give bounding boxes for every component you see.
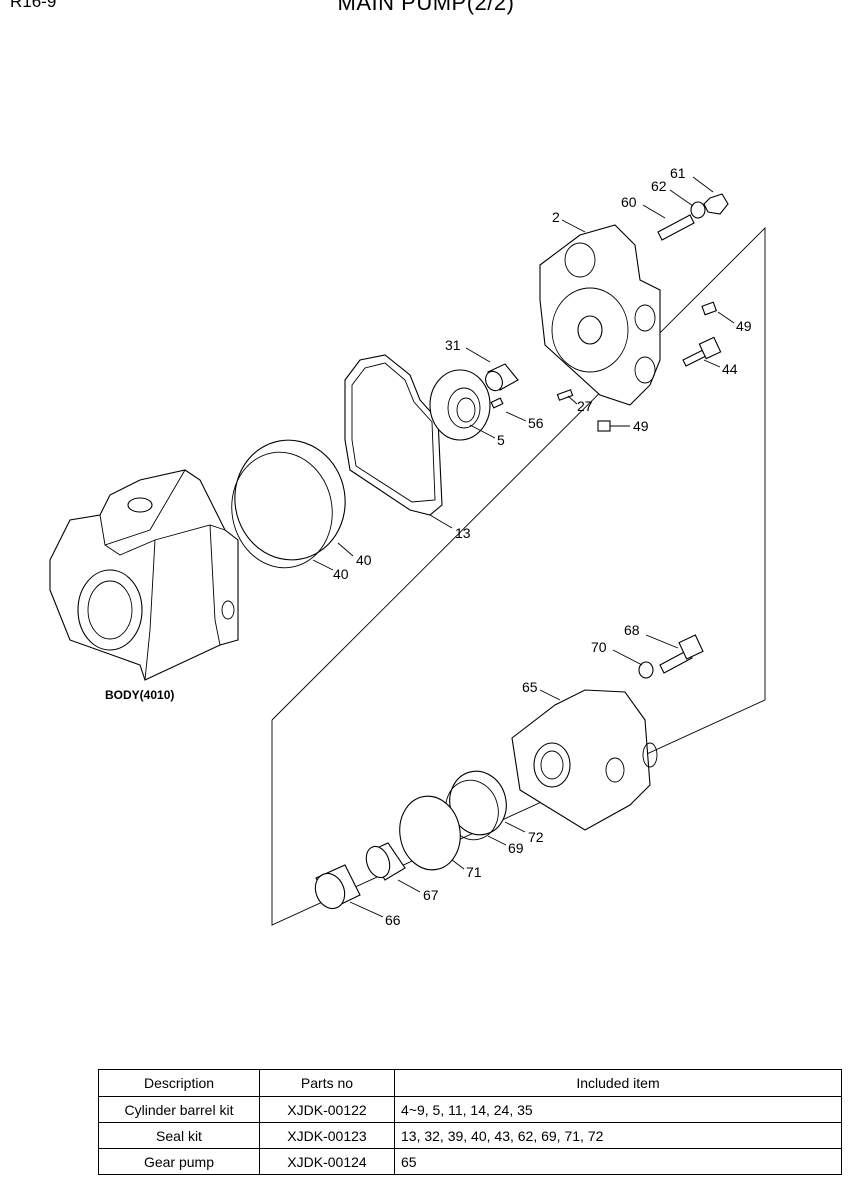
page-id: R16-9 bbox=[10, 0, 57, 11]
callout-49-upper: 49 bbox=[736, 318, 752, 334]
pin-27 bbox=[556, 389, 574, 401]
callout-61: 61 bbox=[670, 165, 686, 181]
cell-parts-no: XJDK-00123 bbox=[259, 1122, 395, 1149]
nut-61 bbox=[703, 193, 729, 215]
table-row: Seal kit XJDK-00123 13, 32, 39, 40, 43, … bbox=[98, 1122, 842, 1149]
washer-62 bbox=[690, 201, 706, 219]
cell-parts-no: XJDK-00124 bbox=[259, 1148, 395, 1175]
callout-60: 60 bbox=[621, 194, 637, 210]
o-ring-40-front bbox=[234, 439, 346, 561]
plug-49-upper bbox=[701, 301, 718, 316]
cell-parts-no: XJDK-00122 bbox=[259, 1096, 395, 1123]
table-row: Gear pump XJDK-00124 65 bbox=[98, 1148, 842, 1175]
table-row: Cylinder barrel kit XJDK-00122 4~9, 5, 1… bbox=[98, 1096, 842, 1123]
bushing-66 bbox=[314, 864, 361, 910]
bushing-31 bbox=[485, 363, 519, 392]
bolt-68 bbox=[659, 634, 704, 674]
cell-included-item: 4~9, 5, 11, 14, 24, 35 bbox=[394, 1096, 842, 1123]
stud-60 bbox=[657, 214, 695, 241]
table-header-row: Description Parts no Included item bbox=[98, 1069, 842, 1097]
callout-72: 72 bbox=[528, 829, 544, 845]
callout-70: 70 bbox=[591, 639, 607, 655]
callout-44: 44 bbox=[722, 361, 738, 377]
washer-70 bbox=[638, 661, 654, 679]
cell-description: Gear pump bbox=[98, 1148, 260, 1175]
cell-included-item: 65 bbox=[394, 1148, 842, 1175]
callout-13: 13 bbox=[455, 525, 471, 541]
gear-pump-65 bbox=[511, 689, 658, 831]
callout-56: 56 bbox=[528, 415, 544, 431]
plug-49-lower bbox=[597, 420, 611, 432]
pump-body bbox=[49, 469, 239, 681]
callout-66: 66 bbox=[385, 912, 401, 928]
callout-65: 65 bbox=[522, 679, 538, 695]
callout-68: 68 bbox=[624, 622, 640, 638]
valve-plate-5 bbox=[429, 369, 491, 441]
callout-27: 27 bbox=[577, 398, 593, 414]
callout-40-front: 40 bbox=[356, 552, 372, 568]
body-label: BODY(4010) bbox=[105, 688, 174, 702]
o-ring-71 bbox=[399, 795, 461, 871]
header-description: Description bbox=[98, 1069, 260, 1097]
callout-5: 5 bbox=[497, 432, 505, 448]
pin-56 bbox=[490, 397, 504, 409]
parts-kit-table: Description Parts no Included item Cylin… bbox=[98, 1069, 842, 1175]
callout-67: 67 bbox=[423, 887, 439, 903]
callout-69: 69 bbox=[508, 840, 524, 856]
o-ring-40-back bbox=[231, 451, 333, 569]
page-title: MAIN PUMP(2/2) bbox=[337, 0, 515, 15]
exploded-parts-diagram: BODY(4010) bbox=[49, 165, 766, 928]
callout-40-back: 40 bbox=[333, 566, 349, 582]
header-included-item: Included item bbox=[394, 1069, 842, 1097]
callout-31: 31 bbox=[445, 337, 461, 353]
pump-cover-2 bbox=[539, 224, 661, 406]
header-parts-no: Parts no bbox=[259, 1069, 395, 1097]
cell-description: Cylinder barrel kit bbox=[98, 1096, 260, 1123]
callout-49-lower: 49 bbox=[633, 418, 649, 434]
bolt-44 bbox=[682, 336, 722, 367]
cell-description: Seal kit bbox=[98, 1122, 260, 1149]
callout-leaders bbox=[312, 176, 735, 918]
gasket-13 bbox=[344, 354, 443, 516]
callout-2: 2 bbox=[552, 209, 560, 225]
cell-included-item: 13, 32, 39, 40, 43, 62, 69, 71, 72 bbox=[394, 1122, 842, 1149]
callout-62: 62 bbox=[651, 178, 667, 194]
callout-71: 71 bbox=[466, 864, 482, 880]
collar-67 bbox=[365, 842, 406, 881]
